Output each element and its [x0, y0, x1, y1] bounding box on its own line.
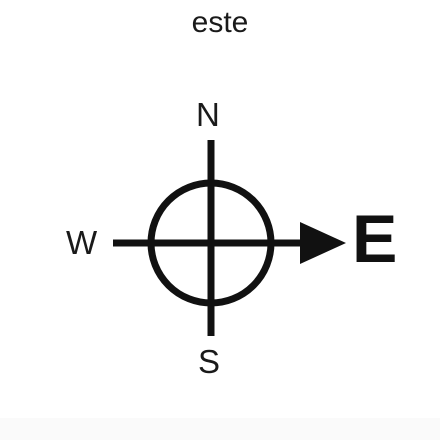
- south-label: S: [198, 343, 221, 380]
- east-label: E: [352, 201, 398, 277]
- east-arrow-head: [300, 222, 346, 264]
- north-label: N: [196, 96, 220, 133]
- diagram-title: este: [191, 6, 249, 39]
- bottom-strip: [0, 418, 440, 440]
- west-label: W: [66, 224, 98, 261]
